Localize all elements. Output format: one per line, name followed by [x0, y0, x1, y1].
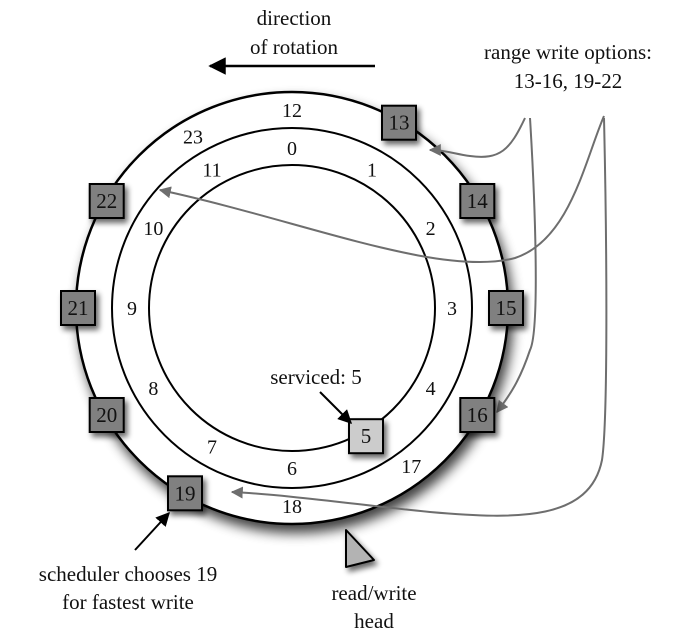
rotation-direction-annotation: direction of rotation	[208, 6, 375, 75]
scheduler-arrow	[134, 511, 170, 551]
block-box-13	[381, 104, 417, 141]
block-label-16: 16	[467, 403, 488, 427]
read-write-head: read/write head	[331, 529, 417, 633]
sector-label-0: 0	[287, 138, 297, 160]
block-21: 21	[60, 290, 96, 326]
range-arrows	[158, 115, 608, 517]
block-box-22	[88, 183, 125, 219]
head-label-line2: head	[354, 609, 394, 633]
block-14: 14	[459, 183, 496, 219]
sector-label-11: 11	[202, 159, 221, 181]
range-label-line2: 13-16, 19-22	[514, 69, 623, 93]
sector-label-17: 17	[401, 456, 421, 478]
sector-label-10: 10	[143, 218, 163, 240]
sector-label-7: 7	[207, 437, 217, 459]
block-label-5: 5	[361, 424, 372, 448]
head-label-line1: read/write	[331, 581, 416, 605]
block-13: 13	[381, 104, 417, 141]
scheduler-annotation: scheduler chooses 19 for fastest write	[39, 511, 217, 614]
range-arrow-to-13	[428, 117, 526, 158]
block-box-20	[88, 397, 125, 433]
head-icon	[345, 529, 375, 568]
sector-label-18: 18	[282, 496, 302, 518]
block-19: 19	[167, 475, 203, 512]
block-box-14	[459, 183, 496, 219]
block-5: 5	[348, 418, 384, 455]
block-15: 15	[488, 290, 524, 326]
block-label-15: 15	[496, 296, 517, 320]
inner-track-boundary	[148, 164, 436, 452]
range-arrow-to-22	[158, 115, 605, 264]
block-box-15	[488, 290, 524, 326]
sector-label-6: 6	[287, 458, 297, 480]
range-label-line1: range write options:	[484, 40, 652, 64]
block-label-19: 19	[175, 481, 196, 505]
sector-label-1: 1	[367, 159, 377, 181]
scheduler-label-line1: scheduler chooses 19	[39, 562, 217, 586]
block-label-14: 14	[467, 189, 489, 213]
range-arrow-to-16	[496, 117, 537, 413]
block-label-20: 20	[96, 403, 117, 427]
serviced-arrow	[319, 391, 352, 424]
direction-label-line1: direction	[257, 6, 332, 30]
scheduler-label-line2: for fastest write	[62, 590, 194, 614]
block-label-13: 13	[389, 111, 410, 135]
middle-track-boundary	[111, 127, 473, 489]
sector-label-4: 4	[426, 378, 436, 400]
block-box-21	[60, 290, 96, 326]
direction-label-line2: of rotation	[250, 35, 339, 59]
range-write-annotation: range write options: 13-16, 19-22	[484, 40, 652, 93]
block-box-16	[459, 397, 496, 433]
sector-label-3: 3	[447, 298, 457, 320]
serviced-label: serviced: 5	[270, 365, 362, 389]
block-box-5	[348, 418, 384, 455]
sector-label-12: 12	[282, 100, 302, 122]
range-arrow-to-19	[230, 117, 608, 517]
block-22: 22	[88, 183, 125, 219]
block-label-22: 22	[96, 189, 117, 213]
block-20: 20	[88, 397, 125, 433]
sector-label-2: 2	[426, 218, 436, 240]
serviced-annotation: serviced: 5	[270, 365, 362, 424]
block-box-19	[167, 475, 203, 512]
sector-label-8: 8	[148, 378, 158, 400]
block-16: 16	[459, 397, 496, 433]
block-label-21: 21	[68, 296, 89, 320]
sector-label-9: 9	[127, 298, 137, 320]
sector-label-23: 23	[183, 127, 203, 149]
